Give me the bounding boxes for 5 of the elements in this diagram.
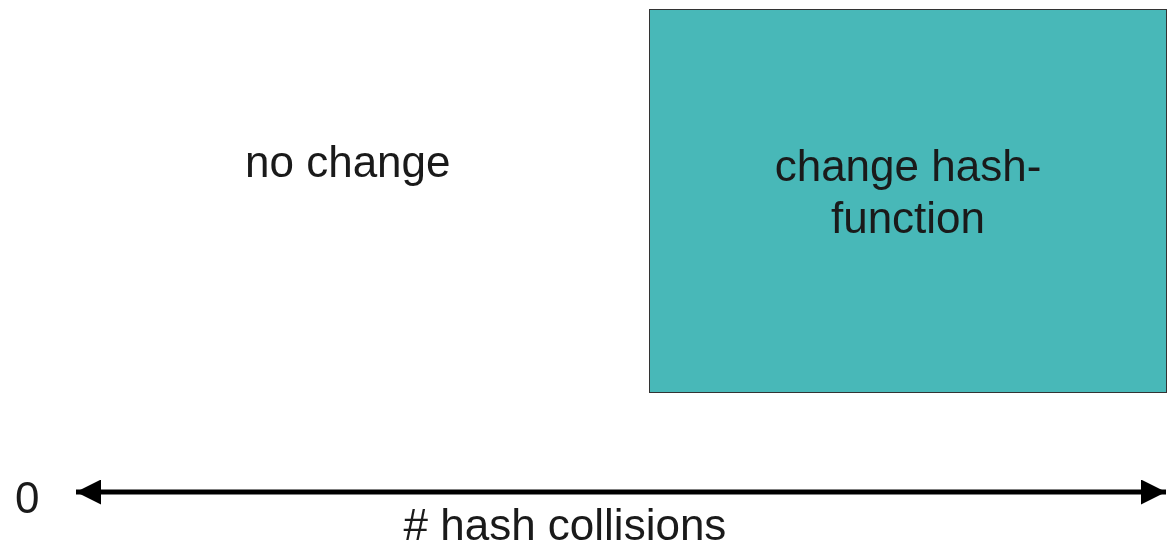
box-text: change hash-function bbox=[773, 140, 1043, 244]
region-label: no change bbox=[245, 136, 451, 188]
process-box bbox=[649, 9, 1167, 393]
axis-title: # hash collisions bbox=[403, 499, 727, 546]
axis-origin-label: 0 bbox=[15, 472, 40, 524]
